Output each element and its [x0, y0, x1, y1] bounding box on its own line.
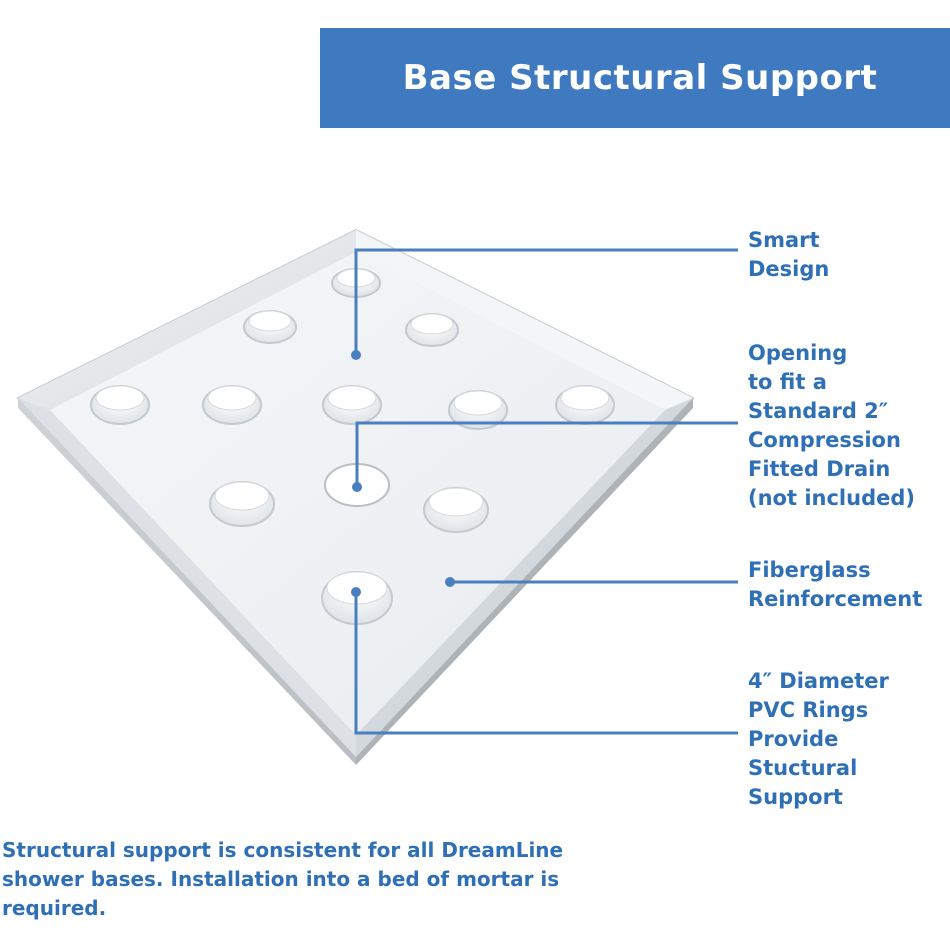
pvc-ring-icon: [405, 313, 459, 347]
pvc-ring-icon: [90, 385, 150, 425]
callout-pvc-rings: 4″ Diameter PVC Rings Provide Stuctural …: [748, 669, 889, 809]
pvc-ring-icon: [555, 385, 615, 425]
leader-lines: [354, 248, 738, 735]
callout-fiberglass: Fiberglass Reinforcement: [748, 558, 923, 611]
pvc-ring-icon: [423, 487, 489, 533]
leader-dot: [352, 482, 362, 492]
leader-smart-design: [354, 248, 738, 355]
title-banner: Base Structural Support: [320, 28, 950, 128]
pvc-ring-icon: [202, 385, 262, 425]
leader-dot: [445, 577, 455, 587]
leader-dots: [351, 350, 455, 597]
leader-drain-opening: [355, 421, 738, 487]
base-inner-wall-right: [356, 230, 693, 410]
callout-smart-design: Smart Design: [748, 228, 830, 281]
leader-dot: [351, 587, 361, 597]
pvc-ring-icon: [209, 481, 275, 527]
leader-pvc-rings: [354, 592, 738, 735]
footnote: Structural support is consistent for all…: [2, 838, 564, 920]
pvc-rings: [90, 268, 615, 625]
pvc-ring-icon: [243, 310, 297, 344]
base-inner-wall-left: [18, 230, 356, 410]
pvc-ring-icon: [322, 385, 382, 425]
leader-dot: [351, 350, 361, 360]
banner-title: Base Structural Support: [402, 58, 878, 98]
base-inner-wall-front-right: [356, 398, 693, 757]
callout-drain-opening: Opening to fit a Standard 2″ Compression…: [748, 341, 915, 510]
base-wall-front-left: [18, 398, 356, 765]
pvc-ring-icon: [448, 390, 508, 430]
base-inner-wall-front-left: [18, 398, 356, 757]
